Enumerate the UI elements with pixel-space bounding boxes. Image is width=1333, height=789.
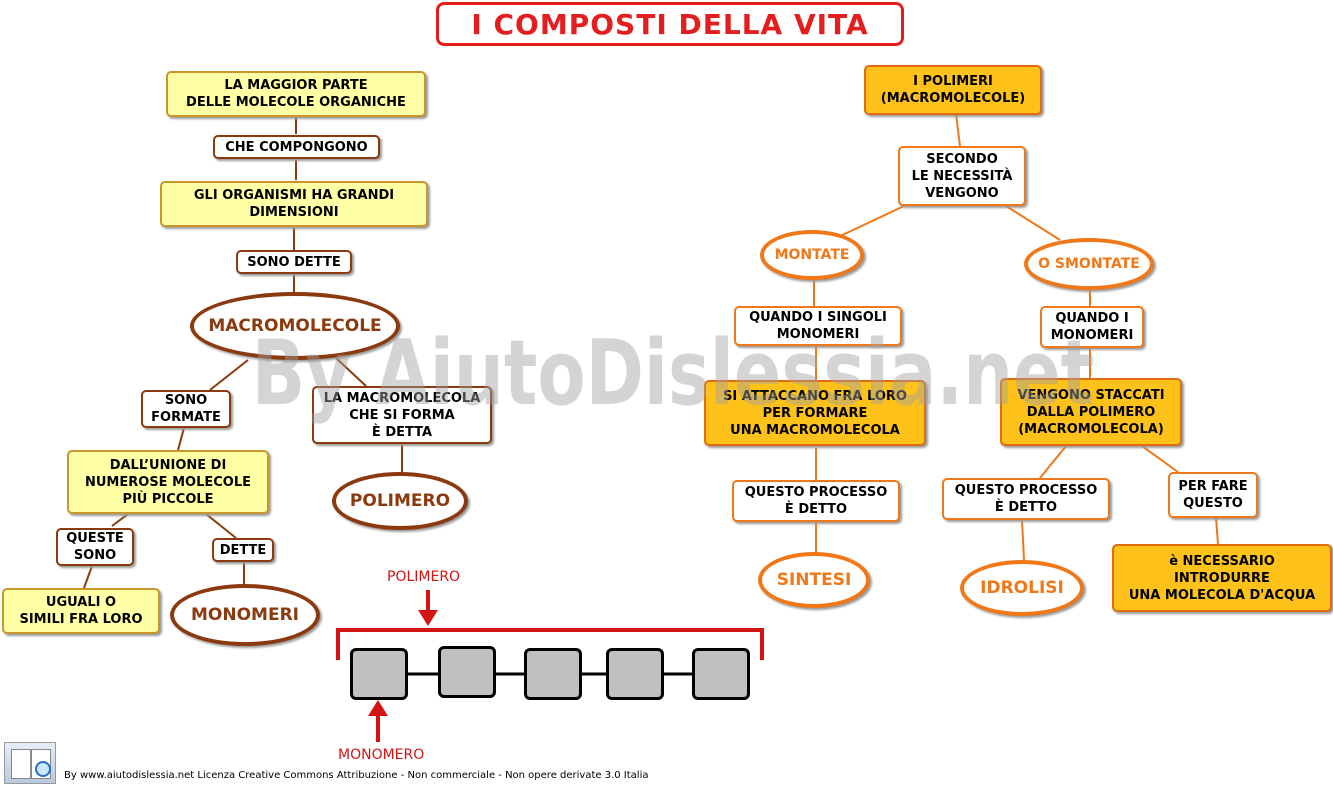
link-quando-monomeri: QUANDO I MONOMERI <box>1040 306 1144 348</box>
node-montate: MONTATE <box>760 230 864 280</box>
link-la-macromolecola: LA MACROMOLECOLA CHE SI FORMA È DETTA <box>312 386 492 444</box>
logo-page <box>11 749 31 779</box>
node-organismi: GLI ORGANISMI HA GRANDI DIMENSIONI <box>160 181 428 227</box>
link-processo-sintesi: QUESTO PROCESSO È DETTO <box>732 480 900 522</box>
monomer-unit <box>350 648 408 700</box>
monomero-label: MONOMERO <box>338 747 425 763</box>
node-necessario: è NECESSARIO INTRODURRE UNA MOLECOLA D'A… <box>1112 544 1332 612</box>
book-magnifier-logo-icon <box>4 742 56 784</box>
node-macromolecole: MACROMOLECOLE <box>190 292 400 360</box>
monomer-unit <box>692 648 750 700</box>
polimero-label: POLIMERO <box>387 569 461 585</box>
node-idrolisi: IDROLISI <box>960 560 1084 616</box>
magnifier-icon <box>35 761 51 777</box>
node-polimeri: I POLIMERI (MACROMOLECOLE) <box>864 65 1042 115</box>
node-si-attaccano: SI ATTACCANO FRA LORO PER FORMARE UNA MA… <box>704 380 926 446</box>
license-footer: By www.aiutodislessia.net Licenza Creati… <box>64 770 649 781</box>
monomer-unit <box>524 648 582 700</box>
link-quando-singoli: QUANDO I SINGOLI MONOMERI <box>734 306 902 346</box>
node-polimero: POLIMERO <box>332 472 468 530</box>
link-processo-idrolisi: QUESTO PROCESSO È DETTO <box>942 478 1110 520</box>
node-uguali: UGUALI O SIMILI FRA LORO <box>2 588 160 634</box>
node-smontate: O SMONTATE <box>1024 238 1154 290</box>
link-per-fare: PER FARE QUESTO <box>1168 472 1258 518</box>
page-title: I COMPOSTI DELLA VITA <box>436 2 904 46</box>
link-sono-dette: SONO DETTE <box>236 250 352 274</box>
node-dall-unione: DALL’UNIONE DI NUMEROSE MOLECOLE PIÙ PIC… <box>67 450 269 514</box>
link-sono-formate: SONO FORMATE <box>141 390 231 428</box>
node-maggior-parte: LA MAGGIOR PARTE DELLE MOLECOLE ORGANICH… <box>166 71 426 117</box>
link-queste-sono: QUESTE SONO <box>56 528 134 566</box>
link-che-compongono: CHE COMPONGONO <box>213 135 380 159</box>
link-dette: DETTE <box>212 538 274 562</box>
node-sintesi: SINTESI <box>758 552 870 608</box>
link-secondo: SECONDO LE NECESSITÀ VENGONO <box>898 146 1026 206</box>
monomer-unit <box>438 646 496 698</box>
monomer-unit <box>606 648 664 700</box>
node-vengono-staccati: VENGONO STACCATI DALLA POLIMERO (MACROMO… <box>1000 378 1182 446</box>
node-monomeri: MONOMERI <box>170 584 320 646</box>
